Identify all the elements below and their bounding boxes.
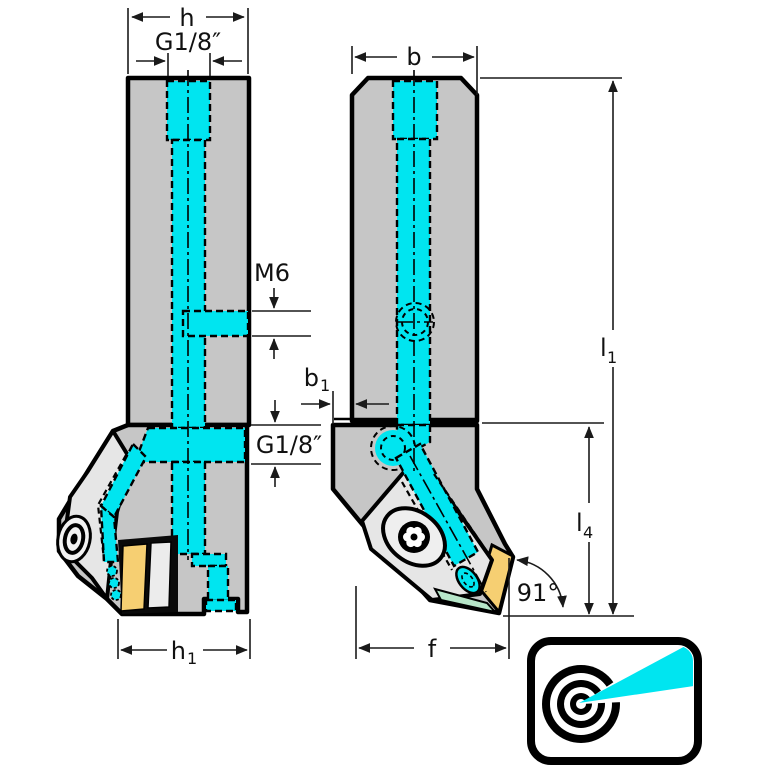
front-port-ring-inner (380, 435, 406, 461)
dim-label-l4: l (576, 509, 583, 537)
dim-label-m6: M6 (254, 259, 290, 287)
side-view (56, 70, 252, 617)
precision-coolant-icon (527, 637, 702, 765)
side-hidden-channel-line (96, 454, 127, 561)
side-coolant-jog (190, 552, 228, 568)
side-coolant-m6-branch (181, 309, 250, 338)
side-shim-plate (147, 541, 172, 609)
dim-b: b (351, 43, 478, 95)
dim-l4: l 4 (482, 422, 604, 615)
coolant-jet-icon (579, 646, 693, 703)
dim-label-h1-sub: 1 (187, 649, 197, 668)
side-coolant-drop (206, 564, 230, 603)
icon-content (542, 646, 693, 743)
front-coolant-outlet-inner (461, 572, 475, 588)
front-coolant-outlet (455, 565, 481, 595)
dim-f: f (355, 586, 507, 663)
dim-h: h (127, 4, 249, 74)
dim-label-h1: h (171, 637, 186, 665)
torx-screw-icon (398, 521, 430, 553)
front-shim (433, 587, 498, 614)
dim-label-angle: 91° (517, 579, 560, 607)
dim-label-b: b (406, 43, 421, 71)
dim-m6: M6 (252, 259, 311, 359)
side-clamp-screw (56, 514, 92, 564)
dim-label-l1: l (600, 334, 607, 362)
side-outlet-dot (106, 565, 118, 577)
dim-label-b1-sub: 1 (320, 376, 330, 395)
dim-label-l4-sub: 4 (583, 523, 593, 542)
side-coolant-band (133, 426, 247, 464)
side-bottom-coolant-pocket (204, 598, 238, 613)
front-view (330, 70, 516, 616)
dim-g18-top: G1/8″ (136, 28, 242, 76)
dim-l1: l 1 (480, 77, 622, 615)
front-channel-centerline (409, 455, 487, 593)
dim-g18-side: G1/8″ (251, 400, 322, 487)
dim-h1: h 1 (117, 619, 251, 668)
dim-label-l1-sub: 1 (607, 348, 617, 367)
side-insert (120, 543, 148, 612)
front-hidden-channel-line (433, 473, 491, 557)
dimensions: h G1/8″ M6 G1/8″ (117, 4, 634, 668)
front-m6-hole-outer (395, 302, 435, 342)
dim-b1: b 1 (301, 364, 389, 424)
side-outlet-dot (108, 577, 120, 589)
dim-label-f: f (428, 635, 437, 663)
dim-angle: 91° (503, 556, 634, 659)
side-coolant-diagonal (99, 441, 148, 519)
dim-label-g18-side: G1/8″ (256, 431, 322, 459)
dim-label-h: h (179, 4, 194, 32)
dim-label-b1: b (304, 364, 319, 392)
side-outlet-dot (110, 589, 122, 601)
dim-label-g18-top: G1/8″ (155, 28, 221, 56)
front-coolant-thread (391, 79, 439, 141)
